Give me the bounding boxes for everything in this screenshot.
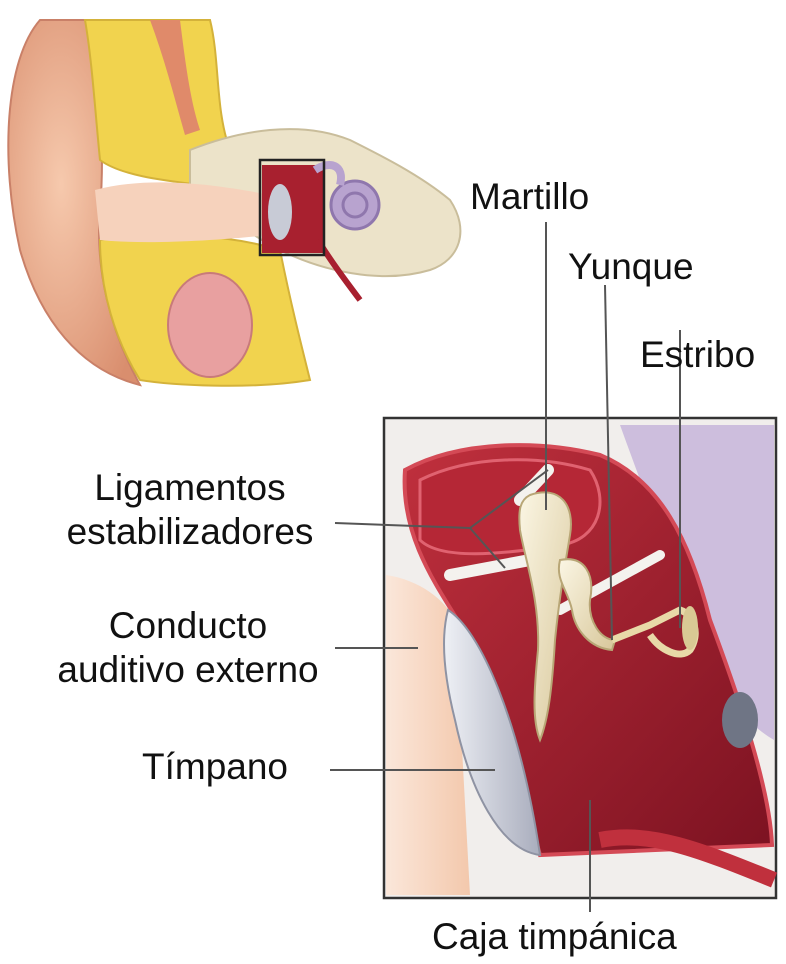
- gland: [168, 273, 252, 377]
- label-ligamentos: Ligamentos estabilizadores: [40, 466, 340, 555]
- label-yunque: Yunque: [568, 245, 694, 289]
- label-caja: Caja timpánica: [432, 915, 677, 959]
- label-conducto-line2: auditivo externo: [28, 648, 348, 692]
- label-ligamentos-line1: Ligamentos: [40, 466, 340, 510]
- label-estribo: Estribo: [640, 333, 755, 377]
- overview-ear-drawing: [8, 20, 460, 386]
- label-conducto: Conducto auditivo externo: [28, 604, 348, 693]
- overview-cochlea: [331, 181, 379, 229]
- label-ligamentos-line2: estabilizadores: [40, 510, 340, 554]
- label-martillo: Martillo: [470, 175, 589, 219]
- round-window: [722, 692, 758, 748]
- label-conducto-line1: Conducto: [28, 604, 348, 648]
- overview-ear-canal: [95, 182, 270, 242]
- overview-eardrum: [268, 184, 292, 240]
- label-timpano: Tímpano: [142, 745, 288, 789]
- detail-attic: [420, 460, 600, 554]
- stapes-footplate: [682, 606, 698, 650]
- detail-panel: [384, 418, 776, 898]
